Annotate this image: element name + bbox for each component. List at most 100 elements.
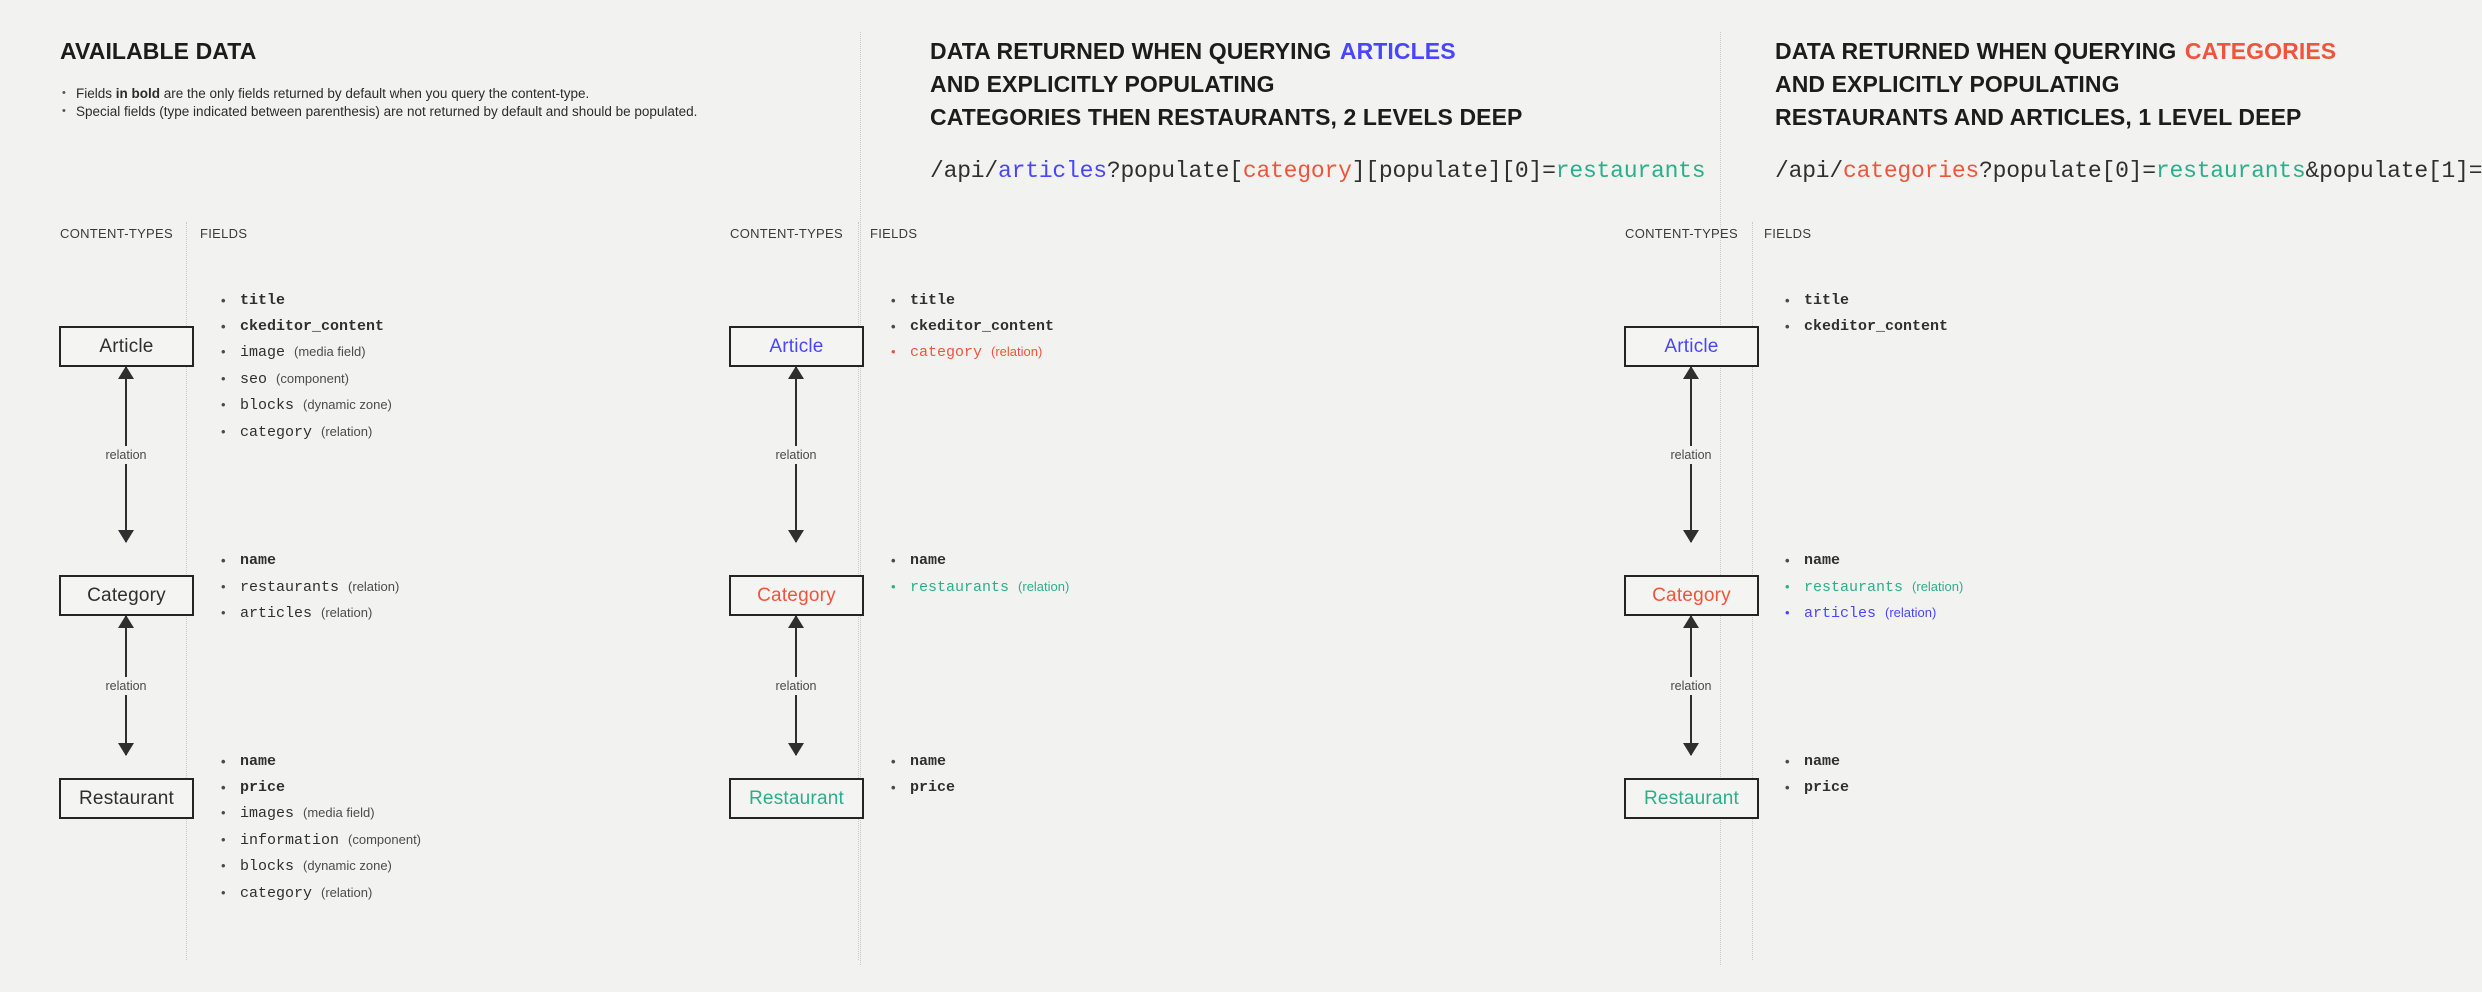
field-item: name	[888, 749, 955, 775]
field-group: nameprice	[888, 749, 955, 800]
field-list: name restaurants (relation)	[888, 548, 1069, 600]
endpoint-segment: categories	[1843, 158, 1980, 184]
field-item: articles(relation)	[218, 600, 399, 627]
field-type: (media field)	[303, 805, 375, 820]
field-name: title	[240, 292, 286, 309]
field-type: (media field)	[294, 344, 366, 359]
field-type: (dynamic zone)	[303, 397, 392, 412]
field-list: title ckeditor_content category (relation)	[888, 288, 1054, 366]
node-box-category[interactable]: Category	[59, 575, 194, 616]
field-list: namepriceimages(media field)information(…	[218, 749, 421, 906]
node-box-restaurant[interactable]: Restaurant	[729, 778, 864, 819]
field-item: category (relation)	[888, 339, 1054, 366]
field-type: (relation)	[321, 884, 373, 900]
panel-heading: DATA RETURNED WHEN QUERYING CATEGORIES AN…	[1775, 0, 2482, 134]
node-label: Category	[757, 584, 836, 606]
panel-available-data: AVAILABLE DATA Fields in bold are the onl…	[0, 0, 860, 992]
field-group: name restaurants (relation)articles(relati…	[218, 548, 399, 627]
relation-label: relation	[99, 445, 153, 464]
field-item: images(media field)	[218, 800, 421, 827]
node-label: Article	[99, 335, 154, 357]
field-item: title	[218, 288, 392, 314]
heading-line: AND EXPLICITLY POPULATING	[930, 71, 1275, 97]
field-name: restaurants	[240, 578, 340, 596]
heading-highlight: CATEGORIES	[2184, 38, 2337, 64]
relation-label: relation	[99, 676, 153, 695]
node-label: Restaurant	[1644, 787, 1739, 809]
node-box-article[interactable]: Article	[1624, 326, 1759, 367]
field-name: restaurants	[910, 578, 1010, 596]
field-type: (relation)	[1018, 578, 1070, 594]
field-item: name	[218, 749, 421, 775]
api-endpoint: /api/articles?populate[category][populat…	[930, 158, 1720, 184]
endpoint-segment: articles	[998, 158, 1107, 184]
heading-line: AND EXPLICITLY POPULATING	[1775, 71, 2120, 97]
field-list: nameprice	[1782, 749, 1849, 800]
field-item: restaurants (relation)	[1782, 574, 1963, 601]
fields-column-header: FIELDS	[870, 226, 918, 241]
node-box-article[interactable]: Article	[59, 326, 194, 367]
node-label: Article	[1664, 335, 1719, 357]
endpoint-segment: ?populate[	[1106, 158, 1243, 184]
node-box-restaurant[interactable]: Restaurant	[1624, 778, 1759, 819]
panel-query-categories: DATA RETURNED WHEN QUERYING CATEGORIES AN…	[1720, 0, 2482, 992]
field-item: category(relation)	[218, 880, 421, 907]
field-item: category(relation)	[218, 419, 392, 446]
field-name: restaurants	[1804, 578, 1904, 596]
endpoint-segment: /api/	[1775, 158, 1844, 184]
field-item: image(media field)	[218, 339, 392, 366]
notes-list: Fields in bold are the only fields retur…	[60, 84, 860, 121]
field-name: blocks	[240, 397, 295, 414]
endpoint-segment: category	[1242, 158, 1352, 184]
note-item: Fields in bold are the only fields retur…	[60, 84, 860, 103]
node-box-restaurant[interactable]: Restaurant	[59, 778, 194, 819]
field-list: name restaurants (relation)articles(relati…	[218, 548, 399, 627]
relation-label: relation	[769, 445, 823, 464]
field-type: (relation)	[1912, 578, 1964, 594]
node-label: Category	[87, 584, 166, 606]
field-item: restaurants (relation)	[888, 574, 1069, 601]
field-name: price	[1804, 778, 1850, 796]
field-name: information	[240, 831, 340, 849]
field-group: name restaurants (relation)	[888, 548, 1069, 600]
field-name: title	[1804, 292, 1850, 309]
panel-separator	[860, 32, 861, 965]
node-box-article[interactable]: Article	[729, 326, 864, 367]
node-label: Category	[1652, 584, 1731, 606]
note-bold: in bold	[115, 86, 161, 101]
field-item: ckeditor_content	[1782, 314, 1948, 340]
field-type: (relation)	[321, 605, 373, 620]
field-item: information(component)	[218, 827, 421, 854]
field-item: ckeditor_content	[888, 314, 1054, 340]
endpoint-segment: &populate[1]=	[2305, 158, 2482, 184]
field-item: price	[888, 775, 955, 801]
field-type: (dynamic zone)	[303, 858, 392, 873]
field-list: titleckeditor_contentimage(media field)s…	[218, 288, 392, 445]
content-types-column-header: CONTENT-TYPES	[60, 226, 173, 241]
field-item: name	[888, 548, 1069, 574]
endpoint-segment: restaurants	[2155, 158, 2306, 184]
field-name: name	[910, 552, 947, 569]
field-group: titleckeditor_contentimage(media field)s…	[218, 288, 392, 445]
node-box-category[interactable]: Category	[729, 575, 864, 616]
relation-label: relation	[769, 676, 823, 695]
field-name: ckeditor_content	[1804, 317, 1949, 335]
endpoint-segment: ][populate][0]=	[1351, 158, 1556, 184]
field-item: name	[218, 548, 399, 574]
field-name: name	[240, 552, 277, 569]
panel-heading: AVAILABLE DATA	[60, 0, 860, 68]
field-group: title ckeditor_content category (relation)	[888, 288, 1054, 366]
content-types-column-header: CONTENT-TYPES	[730, 226, 843, 241]
field-name: title	[910, 292, 956, 309]
node-box-category[interactable]: Category	[1624, 575, 1759, 616]
field-name: category	[910, 344, 983, 361]
api-endpoint: /api/categories?populate[0]=restaurants&…	[1775, 158, 2482, 184]
field-item: price	[218, 775, 421, 801]
field-name: seo	[240, 370, 268, 388]
field-type: (relation)	[991, 344, 1043, 359]
field-item: price	[1782, 775, 1849, 801]
field-type: (relation)	[321, 423, 373, 439]
heading-prefix: DATA RETURNED WHEN QUERYING	[1775, 38, 2183, 64]
